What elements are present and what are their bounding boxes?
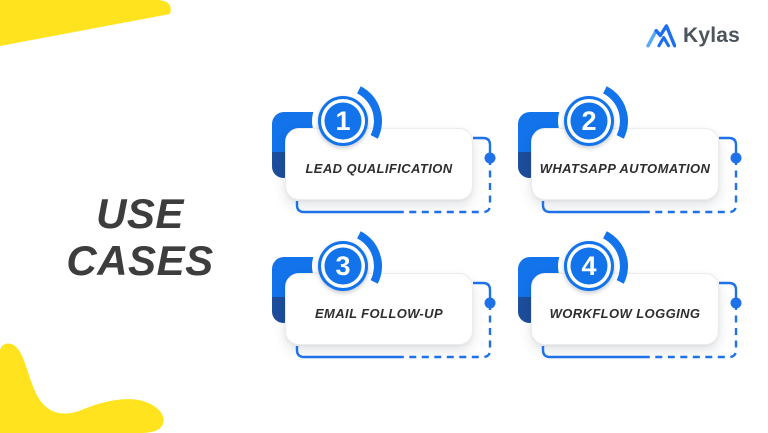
card-number: 3 <box>335 250 351 281</box>
outline-solid-bottom <box>295 201 400 214</box>
card-number-badge: 1 <box>318 96 368 146</box>
kylas-mountain-icon <box>646 24 676 48</box>
logo-inner-triangle <box>657 36 670 48</box>
card-label: WHATSAPP AUTOMATION <box>539 160 711 176</box>
outline-solid-bottom <box>541 201 646 214</box>
connector-dot <box>730 297 742 309</box>
outline-solid-right <box>719 136 738 158</box>
connector-dot <box>484 297 496 309</box>
page-title: USE CASES <box>30 190 250 285</box>
use-case-card-4: WORKFLOW LOGGING 4 <box>508 216 743 365</box>
connector-dot <box>730 152 742 164</box>
card-number-badge: 3 <box>318 241 368 291</box>
logo-peaks <box>654 24 676 48</box>
outline-solid-bottom <box>541 346 646 359</box>
card-number: 4 <box>581 250 597 281</box>
use-case-card-1: LEAD QUALIFICATION 1 <box>262 71 497 220</box>
brand-logo: Kylas <box>646 22 740 49</box>
card-number: 2 <box>581 105 597 136</box>
yellow-top-shape <box>0 0 171 46</box>
logo-left-slope <box>646 29 658 48</box>
outline-solid-right <box>473 281 492 303</box>
card-number-badge: 2 <box>564 96 614 146</box>
page-title-line-2: CASES <box>66 237 214 285</box>
card-number: 1 <box>335 105 351 136</box>
card-number-badge: 4 <box>564 241 614 291</box>
brand-name: Kylas <box>682 23 740 47</box>
outline-solid-right <box>473 136 492 158</box>
yellow-corner-bottom-left <box>0 343 164 433</box>
connector-dot <box>484 152 496 164</box>
yellow-corner-top-left <box>0 0 171 46</box>
outline-solid-right <box>719 281 738 303</box>
page-title-line-1: USE <box>96 190 184 237</box>
outline-solid-bottom <box>295 346 400 359</box>
yellow-bottom-shape <box>0 343 164 433</box>
use-case-card-2: WHATSAPP AUTOMATION 2 <box>508 71 743 220</box>
use-case-card-3: EMAIL FOLLOW-UP 3 <box>262 216 497 365</box>
